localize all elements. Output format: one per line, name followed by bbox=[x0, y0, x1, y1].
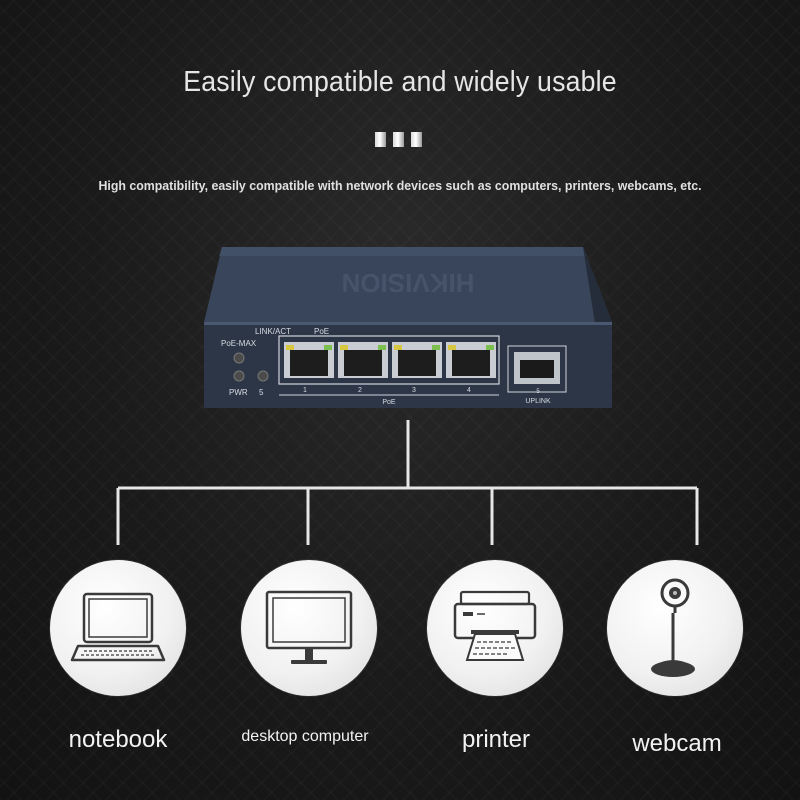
sfp-uplink-port: 5 UPLINK bbox=[507, 345, 567, 405]
port5-led bbox=[257, 370, 269, 382]
port-number-1: 1 bbox=[303, 387, 307, 394]
device-label-notebook: notebook bbox=[68, 726, 168, 753]
port-led-yellow bbox=[448, 345, 456, 350]
page-subtitle: High compatibility, easily compatible wi… bbox=[98, 178, 702, 193]
port-socket bbox=[344, 350, 382, 376]
port5-led-label: 5 bbox=[259, 388, 264, 397]
switch-top-edge bbox=[219, 247, 587, 256]
poe-led-label: PoE bbox=[314, 327, 329, 336]
divider-bar bbox=[411, 132, 422, 147]
port-number-2: 2 bbox=[358, 387, 362, 394]
device-label-webcam: webcam bbox=[632, 730, 722, 757]
port-socket bbox=[398, 350, 436, 376]
pwr-label: PWR bbox=[229, 388, 248, 397]
device-label-desktop: desktop computer bbox=[241, 728, 369, 745]
switch-top-face bbox=[204, 247, 612, 322]
port-led-green bbox=[432, 345, 440, 350]
port-socket bbox=[290, 350, 328, 376]
divider-bar bbox=[393, 132, 404, 147]
title-divider bbox=[375, 132, 425, 148]
switch-front-edge bbox=[204, 322, 612, 325]
poe-switch: HIKVISION PoE-MAX LINK/ACT PoE PWR 5 bbox=[204, 247, 612, 408]
rj45-port-3 bbox=[392, 342, 442, 378]
webcam-icon bbox=[651, 578, 695, 677]
rj45-port-4 bbox=[446, 342, 496, 378]
printer-icon bbox=[453, 590, 537, 661]
laptop-icon bbox=[70, 592, 166, 662]
connection-lines bbox=[116, 420, 699, 545]
monitor-icon bbox=[265, 590, 353, 664]
port-socket bbox=[452, 350, 490, 376]
divider-bar bbox=[375, 132, 386, 147]
port-led-green bbox=[324, 345, 332, 350]
pwr-led bbox=[233, 370, 245, 382]
port-number-4: 4 bbox=[467, 387, 471, 394]
port-led-yellow bbox=[340, 345, 348, 350]
port-number-3: 3 bbox=[412, 387, 416, 394]
printer-circle bbox=[427, 560, 563, 696]
sfp-slot bbox=[520, 360, 554, 378]
port-led-yellow bbox=[394, 345, 402, 350]
webcam-circle bbox=[607, 560, 743, 696]
port-frame bbox=[278, 335, 500, 385]
port-led-green bbox=[378, 345, 386, 350]
link-act-label: LINK/ACT bbox=[255, 327, 291, 336]
port-led-yellow bbox=[286, 345, 294, 350]
port-led-green bbox=[486, 345, 494, 350]
switch-logo: HIKVISION bbox=[342, 268, 475, 298]
rj45-port-1 bbox=[284, 342, 334, 378]
uplink-number: 5 bbox=[536, 389, 540, 395]
uplink-label: UPLINK bbox=[525, 398, 551, 405]
poe-max-label: PoE-MAX bbox=[221, 339, 257, 348]
rj45-port-2 bbox=[338, 342, 388, 378]
device-label-printer: printer bbox=[461, 726, 531, 753]
sfp-frame bbox=[507, 345, 567, 393]
rj45-port-group: 1 2 3 4 PoE bbox=[278, 335, 500, 406]
poe-group-label: PoE bbox=[382, 399, 396, 406]
page-title: Easily compatible and widely usable bbox=[183, 66, 617, 98]
desktop-circle bbox=[241, 560, 377, 696]
poe-max-led bbox=[233, 352, 245, 364]
notebook-circle bbox=[50, 560, 186, 696]
